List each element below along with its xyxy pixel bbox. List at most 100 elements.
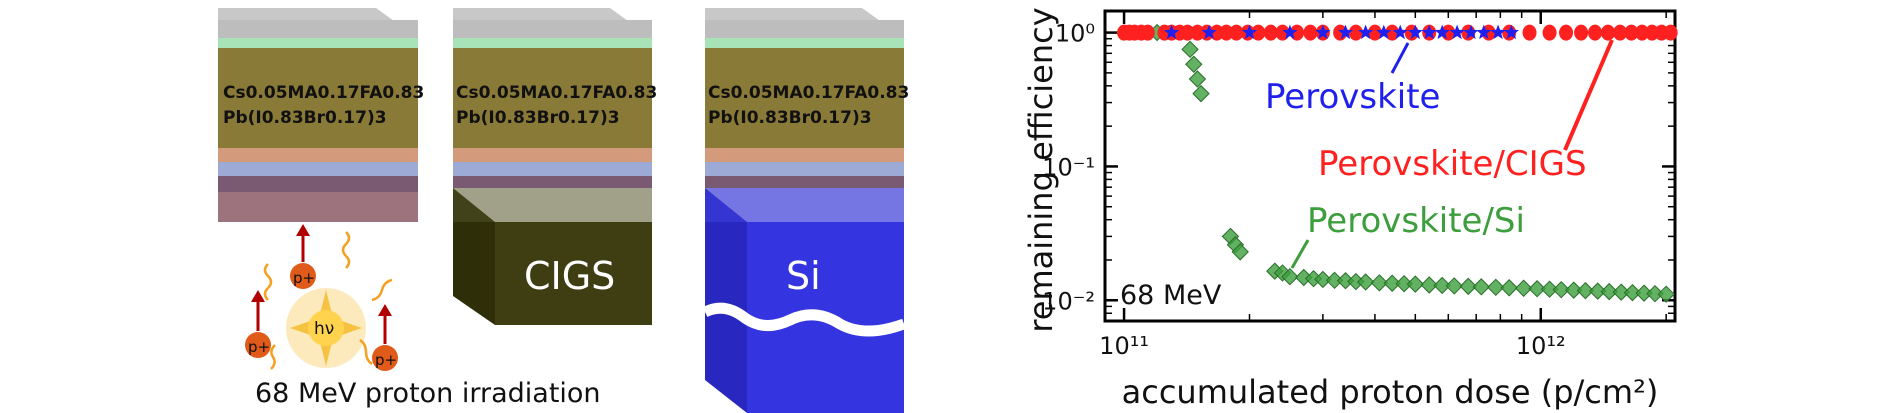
y-axis-label: remaining efficiency (1022, 7, 1060, 332)
perovskite-cigs-point (1367, 24, 1382, 41)
perovskite-point (1503, 24, 1519, 40)
perovskite-cigs-point (1574, 24, 1589, 41)
perovskite-cigs-point (1635, 24, 1650, 41)
perovskite-si-point (1459, 277, 1477, 296)
proton-left-label: p+ (248, 338, 270, 356)
perovskite-si-point (1612, 283, 1630, 301)
proton-left-arrowhead-icon (251, 290, 265, 302)
recombination-layer (453, 176, 652, 188)
x-tick-label: 10¹¹ (1099, 332, 1149, 360)
perovskite-cigs-point (1263, 24, 1278, 41)
irradiation-illustration: hν p+ p+ p+ 68 MeV proton irradiation (245, 224, 601, 409)
proton-top-label: p+ (293, 269, 315, 287)
si-side-face (705, 188, 747, 413)
composition-line1: Cs0.05MA0.17FA0.83 (708, 83, 909, 103)
electrode-layer (218, 176, 418, 192)
perovskite-si-point (1589, 282, 1607, 300)
series-label-perovskite-si: Perovskite/Si (1307, 201, 1525, 241)
composition-line1: Cs0.05MA0.17FA0.83 (456, 83, 657, 103)
perovskite-cigs-point (1303, 24, 1318, 41)
glass-layer (218, 20, 418, 38)
perovskite-pointer (1390, 42, 1410, 74)
perovskite-point (1201, 24, 1217, 40)
perovskite-cigs-point (1663, 24, 1678, 41)
proton-top (290, 263, 316, 289)
perovskite-si-point (1325, 271, 1344, 290)
composition-line1: Cs0.05MA0.17FA0.83 (223, 83, 424, 103)
cigs-side-face (453, 188, 495, 325)
transport-layer (453, 148, 652, 162)
perovskite-point (1490, 24, 1506, 40)
perovskite-si-point (1420, 276, 1438, 294)
perovskite-point (1476, 24, 1492, 40)
cigs-layer (495, 222, 652, 325)
perovskite-si-stack: Cs0.05MA0.17FA0.83 Pb(I0.83Br0.17)3 Si (702, 8, 909, 413)
perovskite-si-point (1433, 276, 1451, 295)
perovskite-cigs-point (1219, 24, 1234, 41)
y-tick-label: 10⁻² (1042, 287, 1095, 315)
perovskite-si-point (1181, 40, 1199, 59)
perovskite-cigs-point (1613, 24, 1628, 41)
wavy-ray-1 (263, 263, 273, 301)
proton-right-label: p+ (375, 351, 397, 369)
x-tick-label: 10¹² (1516, 332, 1566, 360)
si-label: Si (786, 254, 821, 298)
contact-layer (705, 162, 904, 176)
perovskite-si-point (1657, 285, 1675, 303)
perovskite-si-point (1185, 55, 1203, 73)
absorber-layer (453, 48, 652, 148)
series-label-perovskite-cigs: Perovskite/CIGS (1318, 144, 1587, 184)
perovskite-si-point (1370, 274, 1389, 292)
perovskite-point (1337, 24, 1354, 40)
perovskite-cigs-point (1559, 24, 1574, 41)
perovskite-cigs-point (1180, 24, 1195, 41)
perovskite-si-point (1383, 274, 1401, 292)
perovskite-point (1376, 24, 1392, 40)
perovskite-point (1392, 24, 1408, 40)
perovskite-si-pointer (1290, 239, 1310, 269)
perovskite-si-point (1600, 282, 1618, 301)
composition-line2: Pb(I0.83Br0.17)3 (456, 108, 620, 128)
perovskite-cigs-point (1588, 24, 1603, 41)
perovskite-si-point (1445, 277, 1463, 295)
perovskite-si-point (1540, 280, 1559, 298)
perovskite-point (1358, 24, 1374, 40)
perovskite-cell-stack: Cs0.05MA0.17FA0.83 Pb(I0.83Br0.17)3 (218, 8, 424, 222)
perovskite-point (1463, 24, 1479, 40)
back-layer (218, 192, 418, 222)
perovskite-point (1434, 24, 1450, 40)
proton-top-arrowhead-icon (296, 224, 310, 236)
perovskite-si-point (1314, 270, 1332, 289)
perovskite-si-point (1281, 267, 1299, 286)
wavy-ray-2 (341, 231, 351, 269)
transport-layer (705, 148, 904, 162)
perovskite-cigs-point (1624, 24, 1639, 41)
perovskite-point (1407, 24, 1423, 40)
perovskite-si-point (1565, 281, 1583, 299)
composition-line2: Pb(I0.83Br0.17)3 (708, 108, 872, 128)
perovskite-si-point (1406, 275, 1425, 293)
perovskite-si-point (1528, 280, 1546, 298)
perovskite-cigs-point (1229, 24, 1244, 41)
perovskite-point (1449, 24, 1465, 40)
wavy-ray-5 (359, 338, 373, 366)
contact-layer (453, 162, 652, 176)
perovskite-si-point (1500, 279, 1518, 297)
cigs-label: CIGS (524, 254, 615, 298)
tco-layer (218, 38, 418, 48)
perovskite-point (1241, 24, 1258, 40)
data-marks (1117, 23, 1678, 303)
perovskite-si-point (1635, 284, 1653, 302)
glass-layer (705, 20, 904, 38)
perovskite-si-point (1623, 283, 1642, 302)
energy-annotation: 68 MeV (1120, 280, 1222, 311)
absorber-layer (705, 48, 904, 148)
perovskite-cigs-point (1600, 24, 1615, 41)
perovskite-si-point (1472, 278, 1491, 296)
series-label-perovskite: Perovskite (1265, 77, 1440, 117)
tco-layer (453, 38, 652, 48)
perovskite-point (1421, 24, 1437, 40)
perovskite-si-point (1231, 243, 1249, 261)
